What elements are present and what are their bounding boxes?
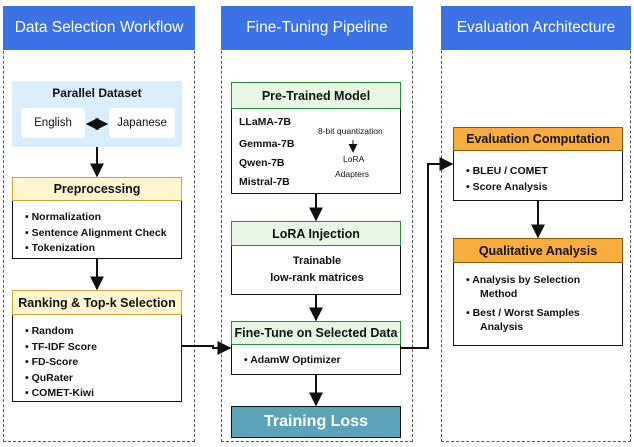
fine-tuning-title: Fine-Tuning Pipeline <box>221 6 413 50</box>
evaluation-column <box>441 6 631 442</box>
lora-label: LoRA <box>343 154 365 164</box>
preprocessing-list: Normalization Sentence Alignment Check T… <box>25 210 167 257</box>
model-qwen: Qwen-7B <box>239 157 285 169</box>
english-label-box: English <box>21 108 85 138</box>
list-item: Normalization <box>25 210 167 226</box>
lora-injection-header: LoRA Injection <box>231 221 401 246</box>
model-gemma: Gemma-7B <box>239 138 295 150</box>
model-mistral: Mistral-7B <box>239 176 290 188</box>
english-label: English <box>34 117 72 129</box>
data-selection-title: Data Selection Workflow <box>3 6 195 50</box>
lora-line1: Trainable <box>292 255 342 267</box>
japanese-label: Japanese <box>117 117 167 129</box>
list-item: Sentence Alignment Check <box>25 226 167 242</box>
parallel-dataset-box: Parallel Dataset English Japanese <box>12 81 182 147</box>
pretrained-model-header: Pre-Trained Model <box>231 82 401 109</box>
qualitative-item-2-line1: Best / Worst Samples <box>472 307 580 319</box>
list-item: FD-Score <box>25 355 97 371</box>
qualitative-header: Qualitative Analysis <box>453 238 623 263</box>
japanese-label-box: Japanese <box>109 108 175 138</box>
finetune-header: Fine-Tune on Selected Data <box>231 321 401 345</box>
qualitative-item-1-line1: Analysis by Selection <box>472 274 581 286</box>
lora-line2: low-rank matrices <box>270 272 364 284</box>
evaluation-title: Evaluation Architecture <box>441 6 631 50</box>
qualitative-item-2-line2: Analysis <box>480 321 524 333</box>
model-llama: LLaMA-7B <box>239 116 291 128</box>
list-item: QuRater <box>25 371 97 387</box>
eval-computation-list: BLEU / COMET Score Analysis <box>466 164 548 195</box>
preprocessing-header: Preprocessing <box>12 177 182 201</box>
list-item: Tokenization <box>25 241 167 257</box>
finetune-list: AdamW Optimizer <box>244 353 340 369</box>
training-loss-box: Training Loss <box>231 406 401 438</box>
list-item: Random <box>25 324 97 340</box>
list-item: COMET-Kiwi <box>25 386 97 402</box>
list-item: Score Analysis <box>466 180 548 196</box>
parallel-dataset-title: Parallel Dataset <box>52 86 142 100</box>
qualitative-item-1: • Analysis by Selection Method <box>466 274 581 300</box>
qualitative-item-1-line2: Method <box>480 288 518 300</box>
ranking-list: Random TF-IDF Score FD-Score QuRater COM… <box>25 324 97 402</box>
adapters-label: Adapters <box>335 169 370 179</box>
ranking-header: Ranking & Top-k Selection <box>12 290 182 315</box>
list-item: TF-IDF Score <box>25 340 97 356</box>
eval-computation-header: Evaluation Computation <box>453 127 623 151</box>
quantization-label: 8-bit quantization <box>318 126 383 136</box>
qualitative-item-2: • Best / Worst Samples Analysis <box>466 307 580 333</box>
list-item: AdamW Optimizer <box>244 353 340 369</box>
list-item: BLEU / COMET <box>466 164 548 180</box>
